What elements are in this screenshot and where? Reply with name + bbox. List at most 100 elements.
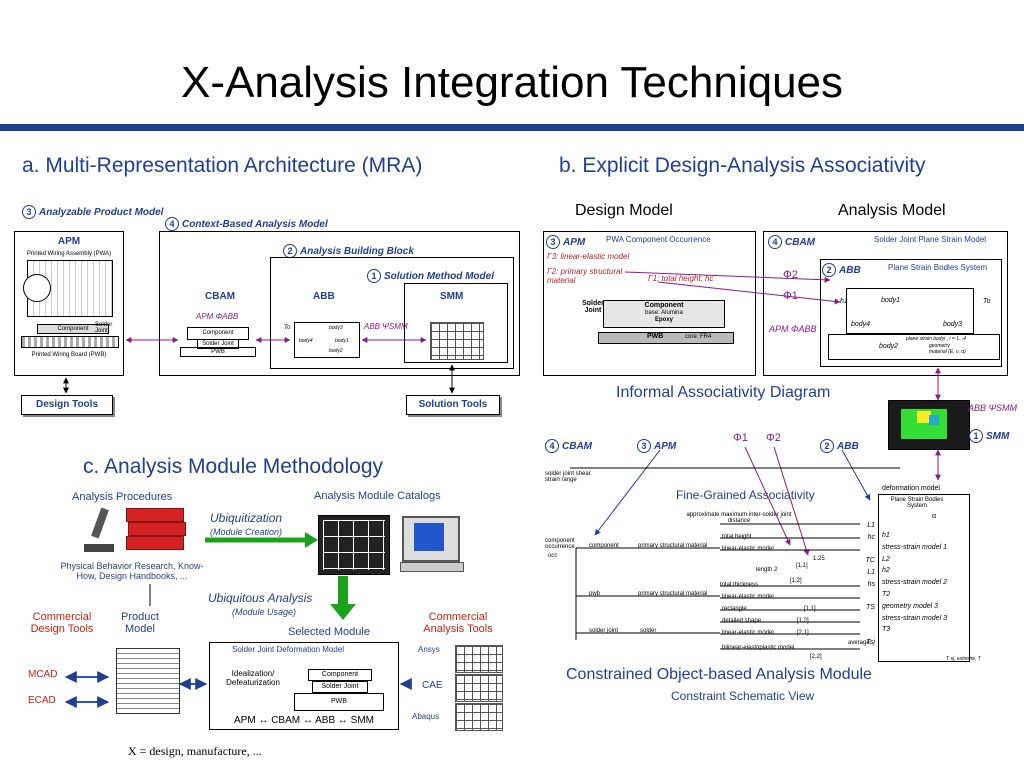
num-badge: 4 — [768, 235, 782, 249]
psm-label: primary structural material — [638, 543, 708, 549]
lem2-label: linear-elastic model — [722, 594, 774, 600]
abaqus-mesh — [455, 703, 503, 731]
module-usage-label: (Module Usage) — [232, 607, 297, 617]
constrained-title: Constrained Object-based Analysis Module — [566, 666, 872, 683]
gamma3: Γ3: linear-elastic model — [547, 252, 630, 261]
var-label: L1 — [867, 568, 875, 576]
solder-joint-text: Solder Joint — [582, 300, 604, 314]
lem3-label: linear-elastic model — [722, 630, 774, 636]
average-label: average — [848, 640, 870, 646]
pwb-label: Printed Wiring Board (PWB) — [31, 352, 107, 358]
ansys-label: Ansys — [418, 645, 440, 654]
analysis-model-label: Analysis Model — [838, 202, 946, 219]
books-icon — [126, 508, 186, 554]
approx-label: approximate maximum inter-solder joint d… — [686, 512, 792, 524]
var-label: hs — [867, 580, 875, 588]
apm-label: APM — [57, 236, 81, 247]
lem-label: linear-elastic model — [722, 546, 774, 552]
n12-label: [1,2] — [790, 578, 802, 584]
fine-grained-label: Fine-Grained Associativity — [676, 488, 815, 502]
footnote: X = design, manufacture, ... — [128, 744, 262, 758]
to-label: To — [983, 298, 991, 305]
selected-module-label: Selected Module — [288, 626, 370, 638]
fea-result-image — [888, 400, 970, 450]
magnifier-circle — [23, 274, 51, 302]
informal-assoc-title: Informal Associativity Diagram — [616, 384, 831, 401]
pwb-label: pwb — [589, 591, 601, 597]
num-badge: 2 — [822, 263, 836, 277]
num-badge: 4 — [165, 217, 179, 231]
cbam-label: CBAM — [205, 291, 235, 302]
var-desc: stress-strain model 3 — [882, 614, 947, 622]
fine-phi2: Φ2 — [766, 432, 781, 444]
pwb-shape: PWB core: FR4 — [598, 332, 734, 344]
deformation-box — [878, 494, 970, 662]
phi1-label: Φ1 — [783, 290, 798, 302]
var-label: L1 — [867, 522, 875, 529]
smm-block-text: Solution Method Model — [384, 271, 494, 282]
detailed-shape-label: detailed shape — [722, 618, 762, 624]
apm-tag-text: APM — [563, 237, 586, 248]
abb-to-def-arrow — [841, 449, 871, 501]
cae-label: CAE — [422, 680, 443, 691]
ps-bodies: Plane Strain Bodies System — [888, 263, 988, 272]
material-label: material (E, ν, α) — [929, 349, 966, 355]
body1-label: body1 — [335, 338, 349, 344]
base-text: base: Alumina — [645, 310, 683, 316]
design-tools-button[interactable]: Design Tools — [21, 395, 113, 415]
body4-label: body4 — [851, 321, 871, 328]
n11-label: [1,1] — [796, 563, 808, 569]
sm-component: Component — [308, 669, 372, 681]
abb-inner-box — [820, 259, 1002, 367]
epoxy-text: Epoxy — [654, 317, 673, 323]
n22-label: [2,2] — [810, 654, 822, 660]
var-label: T3 — [882, 626, 891, 634]
book-3 — [126, 536, 184, 550]
solution-tools-button[interactable]: Solution Tools — [406, 395, 500, 415]
abb-label: ABB — [313, 291, 335, 302]
phi-apm-abb: APM ΦABB — [196, 312, 239, 321]
gamma2: Γ2: primary structural material — [547, 267, 623, 285]
num-badge: 3 — [637, 439, 651, 453]
abaqus-label: Abaqus — [412, 712, 440, 721]
sj-plane-strain: Solder Joint Plane Strain Model — [874, 235, 987, 244]
section-b-title: b. Explicit Design-Analysis Associativit… — [559, 154, 926, 177]
var-desc: geometry model 3 — [882, 602, 939, 610]
n11b-label: [1,1] — [804, 606, 816, 612]
procedures-label: Analysis Procedures — [72, 491, 173, 503]
section-a-title: a. Multi-Representation Architecture (MR… — [22, 154, 423, 177]
cae-mesh — [455, 674, 503, 702]
sm-solder-joint: Solder Joint — [312, 681, 368, 693]
ecad-label: ECAD — [28, 695, 56, 706]
num-badge: 4 — [545, 439, 559, 453]
abb-tag-text: ABB — [839, 265, 861, 276]
usage-arrowhead — [330, 604, 356, 620]
fine-abb-text: ABB — [837, 441, 859, 452]
apm-box: APM Printed Wiring Assembly (PWA) Compon… — [14, 231, 124, 376]
cbam-solder-joint: Solder Joint — [197, 339, 239, 349]
fine-apm-text: APM — [654, 441, 677, 452]
pwa-label: Printed Wiring Assembly (PWA) — [26, 251, 112, 257]
component-text: Component — [644, 302, 684, 309]
body2-label: body2 — [879, 343, 899, 350]
body1-label: body1 — [881, 297, 901, 304]
idealization-label: Idealization/ Defeaturization — [226, 669, 280, 687]
psbs-label: Plane Strain Bodies System — [890, 497, 944, 509]
body3-label: body3 — [329, 325, 343, 331]
tsj-extreme: T sj, extreme, T — [946, 656, 981, 662]
fea-yellow-region — [917, 411, 931, 423]
length2-label: length 2 — [756, 567, 778, 573]
num-badge: 1 — [969, 429, 983, 443]
microscope-base — [84, 544, 114, 552]
abb-block-text: Analysis Building Block — [300, 246, 414, 257]
sm-pwb: PWB — [294, 693, 384, 711]
num-badge: 2 — [820, 439, 834, 453]
fine-cbam-text: CBAM — [562, 441, 592, 452]
var-label: TS — [866, 603, 875, 611]
module-creation-label: (Module Creation) — [210, 527, 283, 537]
smm-mesh — [430, 322, 484, 360]
to-label: To — [284, 325, 291, 331]
